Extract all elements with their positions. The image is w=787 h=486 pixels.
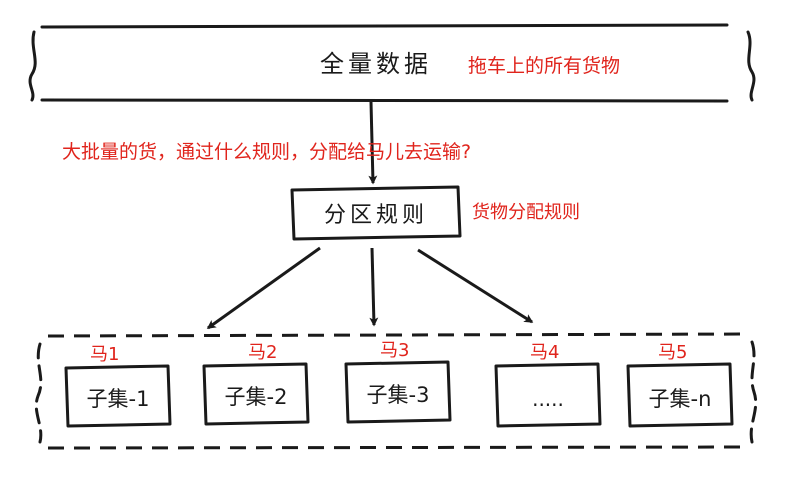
arrow-rule-to-right bbox=[417, 248, 534, 324]
subsets-left-brace bbox=[34, 342, 43, 444]
partition-rule-box: 分区规则 bbox=[290, 185, 462, 241]
arrow-rule-to-left bbox=[206, 246, 321, 330]
subset-label-5: 子集-n bbox=[649, 387, 712, 411]
all-data-note: 拖车上的所有货物 bbox=[468, 55, 620, 77]
all-data-bottom-line bbox=[40, 98, 729, 103]
partition-rule-label: 分区规则 bbox=[324, 203, 428, 228]
horse-label-5: 马5 bbox=[658, 342, 687, 363]
question-text: 大批量的货，通过什么规则，分配给马儿去运输? bbox=[62, 141, 471, 163]
subset-2: 马2 子集-2 bbox=[202, 342, 310, 426]
subset-label-2: 子集-2 bbox=[225, 385, 288, 409]
subset-4: 马4 ..... bbox=[494, 342, 602, 428]
all-data-top-line bbox=[40, 23, 729, 29]
horse-label-2: 马2 bbox=[248, 342, 277, 363]
subset-3: 马3 子集-3 bbox=[344, 340, 452, 424]
horse-label-3: 马3 bbox=[380, 340, 409, 361]
subset-label-3: 子集-3 bbox=[367, 383, 430, 407]
subset-1: 马1 子集-1 bbox=[64, 344, 172, 428]
arrow-rule-to-middle bbox=[369, 247, 379, 327]
all-data-band: 全量数据 拖车上的所有货物 bbox=[28, 23, 756, 103]
subset-5: 马5 子集-n bbox=[626, 342, 734, 428]
subsets-right-brace bbox=[749, 340, 758, 444]
subsets-container bbox=[34, 332, 758, 450]
all-data-left-brace bbox=[28, 30, 37, 102]
subset-label-4: ..... bbox=[532, 387, 564, 411]
subset-label-1: 子集-1 bbox=[87, 387, 150, 411]
arrow-data-to-rule bbox=[368, 101, 378, 185]
all-data-label: 全量数据 bbox=[320, 50, 432, 78]
horse-label-4: 马4 bbox=[530, 342, 559, 363]
all-data-right-brace bbox=[746, 30, 756, 102]
horse-label-1: 马1 bbox=[90, 344, 119, 365]
partition-rule-note: 货物分配规则 bbox=[472, 202, 580, 223]
